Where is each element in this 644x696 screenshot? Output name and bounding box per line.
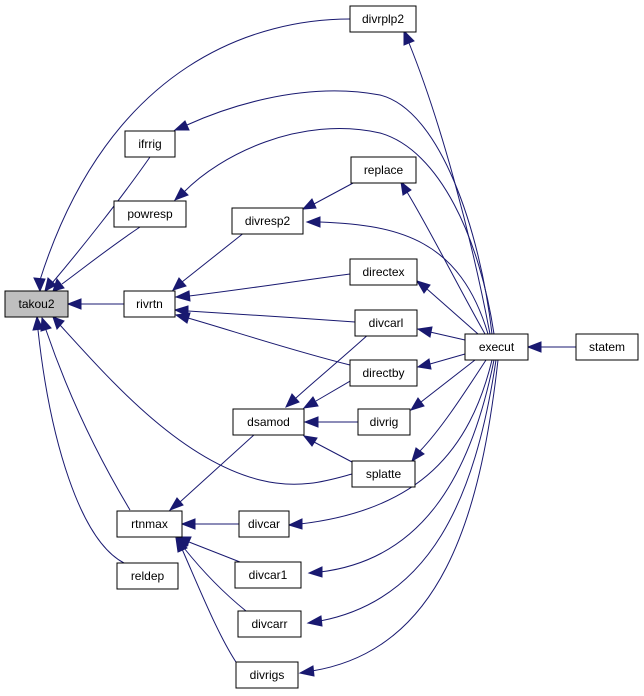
edge-replace-divresp2	[301, 181, 356, 210]
node-label: splatte	[366, 467, 402, 481]
edge-divrigs-rtnmax	[175, 536, 241, 669]
node-divresp2[interactable]: divresp2	[231, 207, 304, 235]
node-label: rivrtn	[136, 297, 163, 311]
edge-divcar-rtnmax	[180, 518, 239, 530]
edge-rivrtn-takou2	[66, 298, 124, 310]
node-label: dsamod	[247, 415, 290, 429]
edge-divrplp2-takou2	[33, 18, 351, 293]
node-label: divrplp2	[362, 12, 404, 26]
node-label: directex	[362, 265, 404, 279]
edge-execut-divcar	[287, 359, 493, 530]
node-splatte[interactable]: splatte	[351, 460, 416, 488]
edge-divcarl-rivrtn	[173, 305, 356, 323]
node-ifrrig[interactable]: ifrrig	[124, 130, 176, 158]
edge-execut-divrig	[409, 359, 476, 411]
node-divrig[interactable]: divrig	[357, 408, 411, 436]
edge-divcarl-dsamod	[285, 332, 371, 408]
edge-execut-divcar1	[307, 359, 495, 578]
node-divcarl[interactable]: divcarl	[354, 309, 418, 337]
node-directby[interactable]: directby	[349, 359, 418, 387]
node-label: replace	[364, 163, 404, 177]
edge-execut-divcarr	[306, 359, 497, 627]
node-reldep[interactable]: reldep	[116, 562, 179, 590]
node-label: divrig	[370, 415, 399, 429]
edge-execut-ifrrig	[173, 90, 493, 335]
edge-execut-divcarl	[416, 326, 466, 341]
node-rtnmax[interactable]: rtnmax	[116, 510, 183, 538]
node-dsamod[interactable]: dsamod	[232, 408, 305, 436]
node-powresp[interactable]: powresp	[113, 200, 187, 228]
edge-powresp-takou2	[52, 226, 141, 292]
edge-splatte-dsamod	[302, 435, 353, 463]
edge-execut-powresp	[173, 128, 495, 335]
edge-execut-directex	[415, 280, 479, 335]
graph-edges	[32, 18, 576, 677]
edge-execut-divrigs	[298, 359, 499, 677]
edge-dsamod-rtnmax	[168, 433, 256, 511]
node-label: powresp	[127, 207, 173, 221]
node-label: execut	[479, 340, 515, 354]
node-label: divrigs	[250, 668, 285, 682]
node-statem[interactable]: statem	[575, 333, 639, 361]
graph-nodes: takou2 divrplp2 ifrrig powresp replace d…	[4, 5, 639, 689]
edge-splatte-takou2	[52, 316, 353, 485]
node-label: rtnmax	[131, 517, 168, 531]
node-divrplp2[interactable]: divrplp2	[349, 5, 417, 33]
edge-ifrrig-takou2	[44, 156, 151, 292]
node-divcarr[interactable]: divcarr	[237, 610, 302, 638]
edge-execut-divrplp2	[403, 29, 491, 335]
edge-execut-splatte	[411, 359, 487, 463]
node-label: directby	[362, 366, 404, 380]
edge-execut-replace	[400, 180, 486, 335]
edge-directby-rivrtn	[174, 312, 351, 366]
node-takou2[interactable]: takou2	[4, 290, 69, 318]
node-directex[interactable]: directex	[349, 258, 418, 286]
node-label: divcarr	[251, 617, 287, 631]
node-divrigs[interactable]: divrigs	[235, 661, 299, 689]
node-label: divresp2	[245, 214, 291, 228]
edge-execut-directby	[416, 353, 466, 370]
edge-execut-divresp2	[305, 216, 489, 335]
edge-statem-execut	[526, 341, 576, 353]
node-label: ifrrig	[138, 137, 161, 151]
node-divcar1[interactable]: divcar1	[234, 561, 302, 589]
edge-rtnmax-takou2	[40, 316, 131, 511]
edge-divresp2-rivrtn	[172, 231, 246, 291]
node-label: divcar1	[249, 568, 288, 582]
edge-reldep-takou2	[32, 315, 125, 564]
node-rivrtn[interactable]: rivrtn	[123, 290, 176, 318]
node-label: statem	[589, 340, 625, 354]
node-execut[interactable]: execut	[464, 333, 529, 361]
node-divcar[interactable]: divcar	[238, 510, 290, 538]
edge-directby-dsamod	[302, 379, 353, 409]
edge-directex-rivrtn	[174, 273, 351, 302]
node-label: divcarl	[369, 316, 404, 330]
edge-divcar1-rtnmax	[175, 536, 241, 563]
node-label: divcar	[248, 517, 280, 531]
node-label: reldep	[131, 569, 165, 583]
edge-divrig-dsamod	[303, 416, 358, 428]
node-replace[interactable]: replace	[350, 156, 417, 184]
node-label: takou2	[18, 297, 54, 311]
